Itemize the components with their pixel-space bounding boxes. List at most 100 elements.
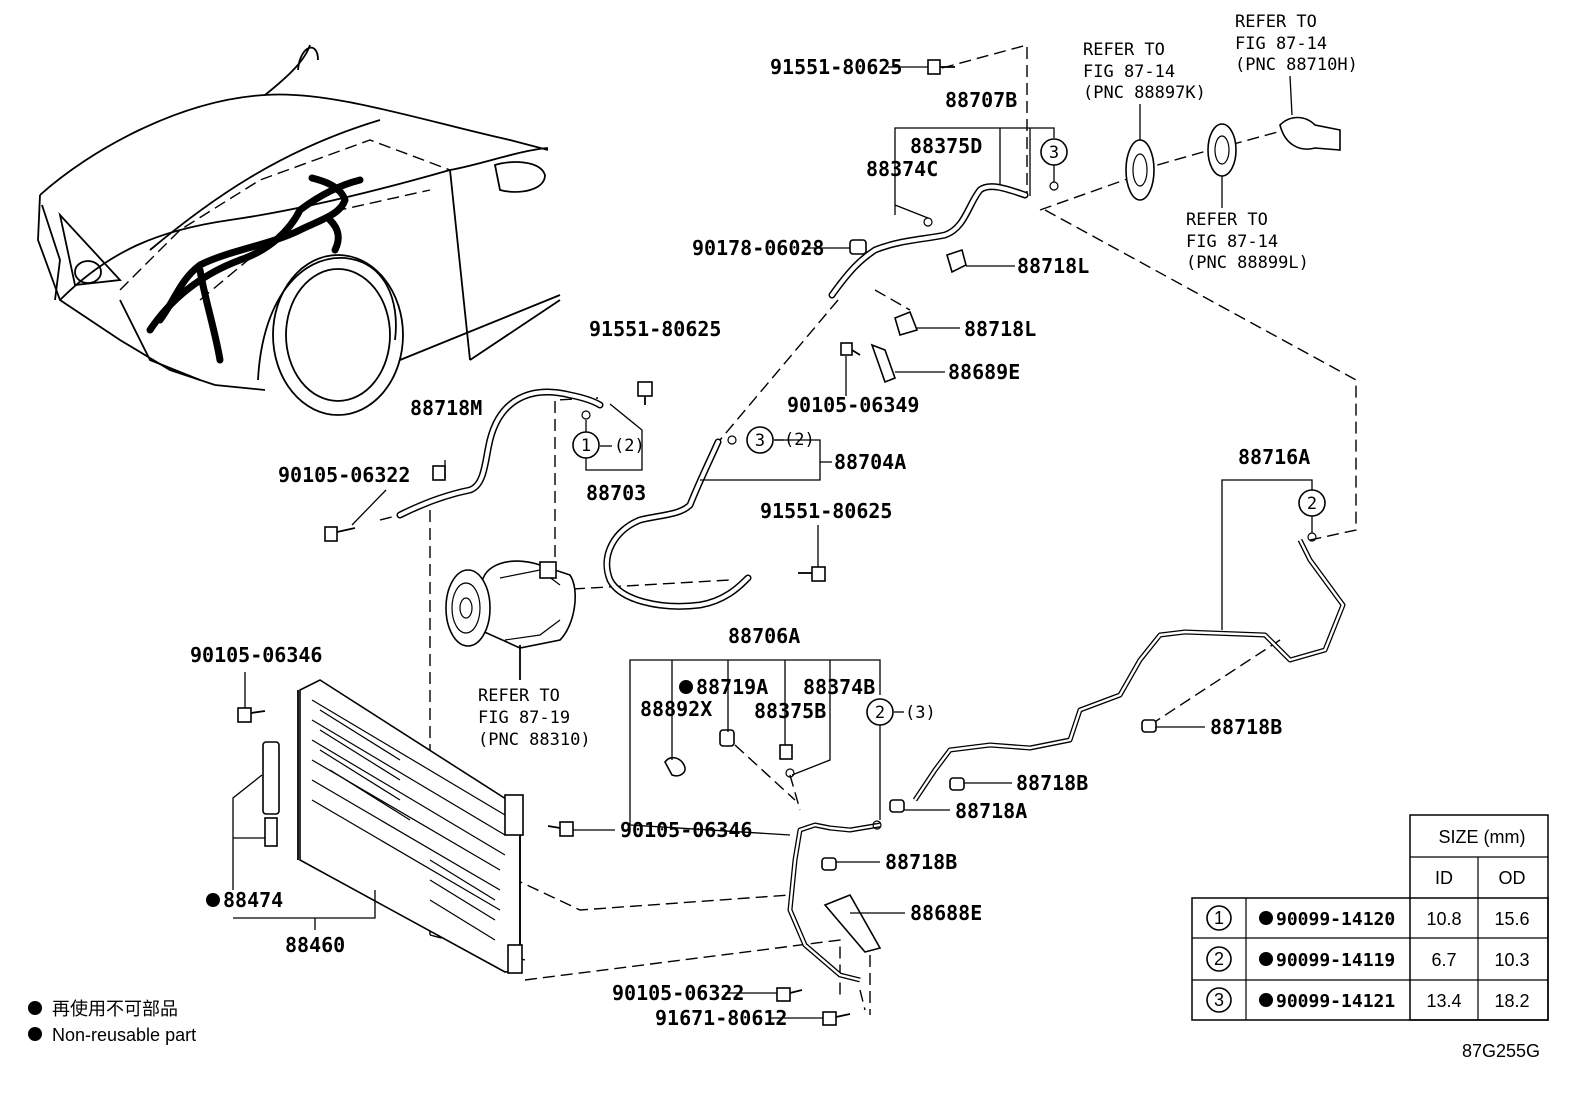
part-label: 88704A [834,450,906,474]
part-label: 88718L [1017,254,1089,278]
refer-note-line: REFER TO [478,686,560,706]
o-ring-icon [923,217,933,227]
inner-diameter: 13.4 [1426,991,1461,1011]
non-reusable-dot-icon [1259,952,1273,966]
part-label: 88688E [910,901,982,925]
clamp-icon [894,310,919,336]
ring-number: 1 [1214,908,1224,928]
part-label: 88460 [285,933,345,957]
clamp-icon [1141,719,1157,733]
o-ring-part-number: 90099-14121 [1276,991,1395,1012]
part-label: 91551-80625 [770,55,902,79]
ring-marker-2 [866,698,894,726]
part-label: 91671-80612 [655,1006,787,1030]
part-label: 88706A [728,624,800,648]
clamp-icon [870,343,897,384]
part-label: 88474 [223,888,283,912]
refer-note-line: REFER TO [1083,40,1165,60]
part-label: 91551-80625 [760,499,892,523]
seal-ring [1125,139,1155,201]
part-label: 88716A [1238,445,1310,469]
non-reusable-dot-icon [206,893,220,907]
ring-marker-2-qty: (3) [905,703,936,723]
size-table-col-od: OD [1499,868,1526,888]
ring-markers: 1 (2) 3 (2) 2 (3) 3 2 [572,138,1326,726]
part-label: 88375B [754,699,826,723]
part-labels: 91551-80625 88707B 88375D 88374C 90178-0… [190,55,1310,1030]
refer-note-line: (PNC 88899L) [1186,253,1309,273]
o-ring-part-number: 90099-14119 [1276,950,1395,971]
bolt-icon [927,59,955,75]
ring-marker-1-qty: (2) [614,436,645,456]
part-label: 88718B [1210,715,1282,739]
legend-english: Non-reusable part [52,1025,196,1045]
non-reusable-dot-icon [28,1027,42,1041]
part-label: 88719A [696,675,768,699]
part-label: 88892X [640,697,712,721]
hose-end [1279,116,1341,151]
ring-number: 2 [1214,949,1224,969]
leaders [232,66,1313,1019]
part-label: 90105-06349 [787,393,919,417]
ring-marker-3-qty: (2) [784,430,815,450]
refer-notes: REFER TO FIG 87-14 (PNC 88710H) REFER TO… [478,12,1358,750]
clamp-icon [889,799,905,813]
bolt-icon [840,342,861,356]
size-table: SIZE (mm) ID OD 1 90099-14120 10.8 15.6 … [1191,814,1549,1021]
refer-note-line: (PNC 88710H) [1235,55,1358,75]
ring-marker-2-label: 2 [1307,494,1317,514]
part-label: 88718A [955,799,1027,823]
part-label: 88375D [910,134,982,158]
bolt-icon [547,821,574,837]
clamp-icon [664,756,686,777]
o-ring-icon [785,768,795,778]
part-label: 88718B [885,850,957,874]
part-label: 90105-06322 [612,981,744,1005]
bolt-icon [776,987,803,1002]
ring-marker-2-label: 2 [875,703,885,723]
non-reusable-dot-icon [679,680,693,694]
o-ring-icon [1049,181,1059,191]
ring-marker-1 [572,431,600,459]
non-reusable-dot-icon [1259,993,1273,1007]
bolt-icon [324,526,356,542]
part-label: 88718L [964,317,1036,341]
clamp-icon [719,729,735,747]
condenser [262,679,524,974]
size-table-header: SIZE (mm) [1439,827,1526,847]
ring-marker-3-label: 3 [755,431,765,451]
vehicle-illustration [37,44,561,416]
part-label: 91551-80625 [589,317,721,341]
compressor [445,560,576,680]
o-ring-icon [581,410,591,420]
refer-note-line: FIG 87-14 [1083,62,1175,82]
part-label: 90105-06346 [190,643,322,667]
table-row: 3 90099-14121 13.4 18.2 [1206,987,1530,1013]
legend-japanese: 再使用不可部品 [52,999,178,1019]
refer-note-line: FIG 87-14 [1186,232,1278,252]
part-label: 88718M [410,396,482,420]
refer-note-line: REFER TO [1186,210,1268,230]
part-label: 88718B [1016,771,1088,795]
clamp-icon [779,744,793,760]
table-row: 1 90099-14120 10.8 15.6 [1206,905,1530,931]
clamp-icon [849,239,867,255]
refrigerant-lines [396,183,1346,983]
outer-diameter: 18.2 [1494,991,1529,1011]
refer-note-line: FIG 87-19 [478,708,570,728]
refer-note-line: FIG 87-14 [1235,34,1327,54]
refer-note-line: REFER TO [1235,12,1317,32]
outer-diameter: 10.3 [1494,950,1529,970]
bolt-icon [798,566,826,582]
bolt-icon [637,381,653,405]
part-label: 90105-06346 [620,818,752,842]
figure-id: 87G255G [1462,1041,1540,1061]
clamp-icon [821,857,837,871]
condenser-fins [319,709,496,941]
ring-marker-1-label: 1 [581,436,591,456]
part-label: 88374C [866,157,938,181]
small-parts [237,59,1341,1026]
refer-note-line: (PNC 88310) [478,730,591,750]
bolt-icon [237,707,266,723]
